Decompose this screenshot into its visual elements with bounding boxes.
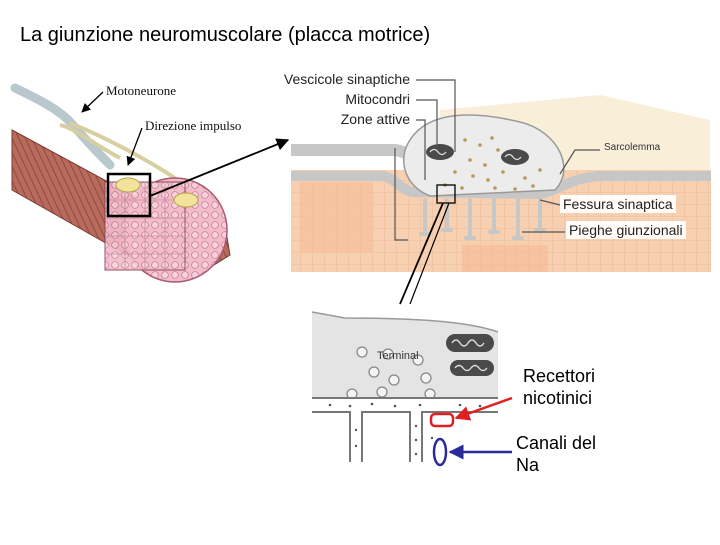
label-nicotinic-receptors: Recettori nicotinici <box>523 366 596 408</box>
mitochondrion <box>501 149 529 165</box>
synaptic-vesicles <box>443 136 542 191</box>
end-plate <box>173 192 199 208</box>
na-channel-marker <box>432 437 448 467</box>
muscle-overview <box>10 83 290 283</box>
label-synaptic-vesicles: Vescicole sinaptiche <box>283 71 410 87</box>
receptor-arrow <box>454 396 513 421</box>
mitochondrion <box>450 360 494 376</box>
terminal-region <box>312 312 498 398</box>
junctional-folds <box>419 198 546 240</box>
detail-section <box>311 305 513 467</box>
axon-terminal <box>403 114 565 197</box>
nicotinic-receptor-marker <box>429 412 455 428</box>
synaptic-cleft-detail <box>312 398 498 412</box>
zoom-arrow <box>149 138 290 197</box>
label-synaptic-cleft: Fessura sinaptica <box>560 195 676 214</box>
label-impulse-direction: Direzione impulso <box>145 118 242 133</box>
mitochondrion <box>426 144 454 160</box>
detail-selection-box <box>436 184 456 204</box>
page-title: La giunzione neuromuscolare (placca motr… <box>20 24 431 46</box>
sarcolemma <box>291 171 711 200</box>
end-plate <box>115 177 141 193</box>
label-sarcolemma: Sarcolemma <box>604 142 661 153</box>
label-na-channels: Canali del Na <box>516 433 597 475</box>
mitochondrion <box>446 334 494 352</box>
zoom-selection-box <box>106 172 152 218</box>
label-terminal: Terminal <box>377 350 419 362</box>
label-active-zones: Zone attive <box>340 111 410 127</box>
label-junctional-folds: Pieghe giunzionali <box>566 221 686 240</box>
label-motoneuron: Motoneurone <box>106 83 177 98</box>
terminal-vesicles <box>346 346 436 400</box>
label-mitochondria: Mitocondri <box>345 91 410 107</box>
